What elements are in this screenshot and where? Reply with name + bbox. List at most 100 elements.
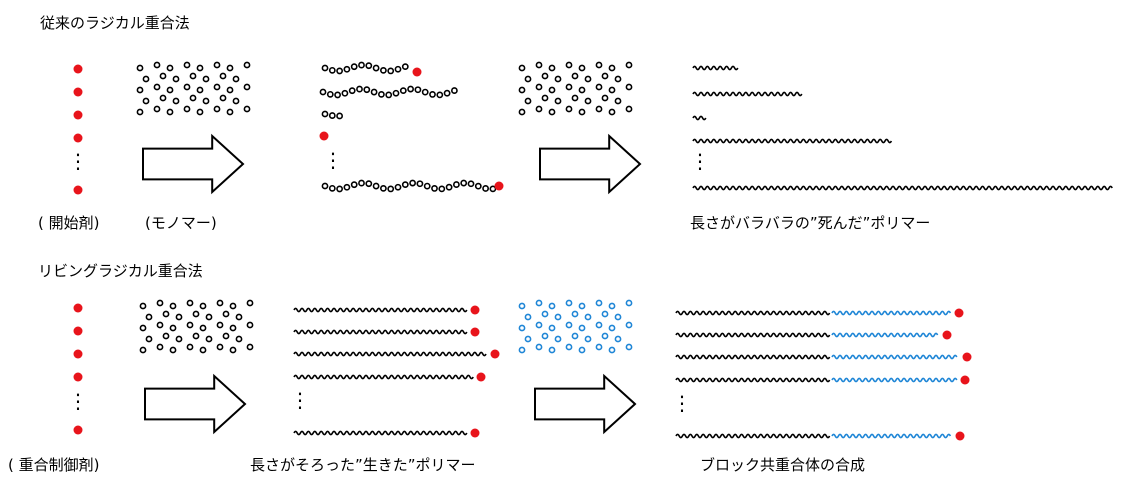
monomer-circle bbox=[535, 61, 543, 69]
monomer-circle bbox=[416, 180, 424, 188]
monomer-circle bbox=[565, 83, 573, 91]
monomer-circle bbox=[196, 64, 204, 72]
monomer-circle bbox=[196, 108, 204, 116]
monomer-circle bbox=[363, 86, 371, 94]
monomer-circle bbox=[213, 105, 221, 113]
monomer-circle bbox=[226, 108, 234, 116]
monomer-circle bbox=[186, 321, 194, 329]
dead-polymer-chain bbox=[692, 65, 739, 71]
monomer-circle bbox=[229, 346, 237, 354]
monomer-circle bbox=[392, 89, 400, 97]
living-end-dot bbox=[470, 327, 480, 337]
control-agent-dot bbox=[73, 425, 83, 435]
block-copolymer-label: ブロック共重合体の合成 bbox=[700, 456, 866, 474]
monomer-circle bbox=[584, 335, 592, 343]
monomer-circle bbox=[183, 83, 191, 91]
monomer-circle bbox=[541, 332, 549, 340]
monomer-circle bbox=[450, 87, 458, 94]
reaction-arrow-4 bbox=[534, 373, 637, 435]
monomer-circle bbox=[541, 310, 549, 318]
monomer-circle bbox=[625, 299, 633, 307]
living-end-dot bbox=[960, 375, 970, 385]
monomer-circle bbox=[625, 105, 633, 113]
monomer-circle bbox=[328, 184, 336, 192]
monomer-circle bbox=[321, 182, 329, 190]
monomer-circle bbox=[535, 343, 543, 351]
monomer-circle bbox=[356, 85, 363, 93]
monomer-circle bbox=[548, 86, 556, 94]
dead-polymer-chain bbox=[692, 138, 893, 144]
monomer-circle bbox=[169, 324, 177, 332]
monomer-circle bbox=[436, 91, 444, 99]
monomer-circle bbox=[578, 86, 586, 94]
monomer-circle bbox=[336, 185, 343, 193]
monomer-circle bbox=[608, 302, 616, 310]
monomer-circle bbox=[584, 75, 592, 83]
monomer-circle bbox=[595, 321, 603, 329]
initiator-dot bbox=[73, 110, 83, 120]
monomer-circle bbox=[232, 75, 240, 83]
monomer-circle bbox=[235, 313, 243, 321]
monomer-circle bbox=[554, 75, 562, 83]
monomer-circle bbox=[584, 313, 592, 321]
monomer-circle bbox=[548, 302, 556, 310]
monomer-circle bbox=[625, 321, 633, 329]
monomer-circle bbox=[584, 97, 592, 105]
growing-chain-4 bbox=[321, 179, 497, 193]
monomer-circle bbox=[142, 97, 150, 105]
monomer-circle bbox=[608, 324, 616, 332]
monomer-circle bbox=[153, 83, 161, 91]
monomer-circle bbox=[365, 62, 373, 70]
monomer-label: (モノマー) bbox=[145, 214, 217, 232]
control-agent-dot bbox=[73, 349, 83, 359]
monomer-circle bbox=[370, 88, 378, 96]
monomer-circle bbox=[343, 65, 351, 73]
living-polymer-chain bbox=[293, 329, 468, 335]
living-end-dot bbox=[490, 349, 500, 359]
monomer-circle bbox=[199, 324, 207, 332]
monomer-circle bbox=[243, 105, 251, 113]
ellipsis-icon: ⋮ bbox=[68, 149, 88, 173]
dead-polymer-label: 長さがバラバラの”死んだ”ポリマー bbox=[690, 214, 931, 232]
block-b-segment bbox=[831, 332, 939, 338]
reaction-arrow-2 bbox=[539, 133, 642, 195]
monomer-circle bbox=[172, 97, 180, 105]
monomer-circle bbox=[243, 61, 251, 69]
monomer-circle bbox=[199, 302, 207, 310]
living-end-dot bbox=[470, 305, 480, 315]
initiator-dot bbox=[73, 64, 83, 74]
monomer-circle bbox=[379, 66, 387, 74]
monomer-circle bbox=[372, 64, 380, 72]
monomer-circle bbox=[341, 89, 349, 97]
monomer-circle bbox=[229, 324, 237, 332]
living-end-dot bbox=[954, 308, 964, 318]
monomer-circle bbox=[246, 321, 254, 329]
monomer-circle bbox=[399, 87, 407, 95]
monomer-circle bbox=[608, 86, 616, 94]
monomer-circle bbox=[162, 332, 170, 340]
monomer-circle bbox=[358, 179, 365, 187]
block-b-segment bbox=[831, 310, 952, 316]
monomer-circle bbox=[601, 72, 609, 80]
monomer-circle bbox=[431, 185, 438, 192]
living-end-dot bbox=[962, 352, 972, 362]
monomer-circle bbox=[394, 65, 402, 73]
living-polymer-chain bbox=[293, 351, 487, 357]
monomer-circle bbox=[571, 94, 579, 102]
monomer-circle bbox=[229, 302, 237, 310]
monomer-circle bbox=[554, 97, 562, 105]
monomer-circle bbox=[350, 63, 358, 71]
monomer-circle bbox=[246, 299, 254, 307]
block-b-segment bbox=[831, 433, 952, 439]
monomer-circle bbox=[189, 72, 197, 80]
monomer-circle bbox=[489, 185, 497, 193]
ellipsis-icon: ⋮ bbox=[690, 149, 710, 173]
monomer-circle bbox=[387, 185, 395, 193]
monomer-circle bbox=[460, 179, 468, 187]
monomer-circle bbox=[328, 66, 336, 74]
radical-end-dot bbox=[412, 67, 422, 77]
monomer-circle bbox=[216, 299, 224, 307]
monomer-circle bbox=[350, 181, 358, 189]
monomer-circle bbox=[139, 346, 147, 354]
